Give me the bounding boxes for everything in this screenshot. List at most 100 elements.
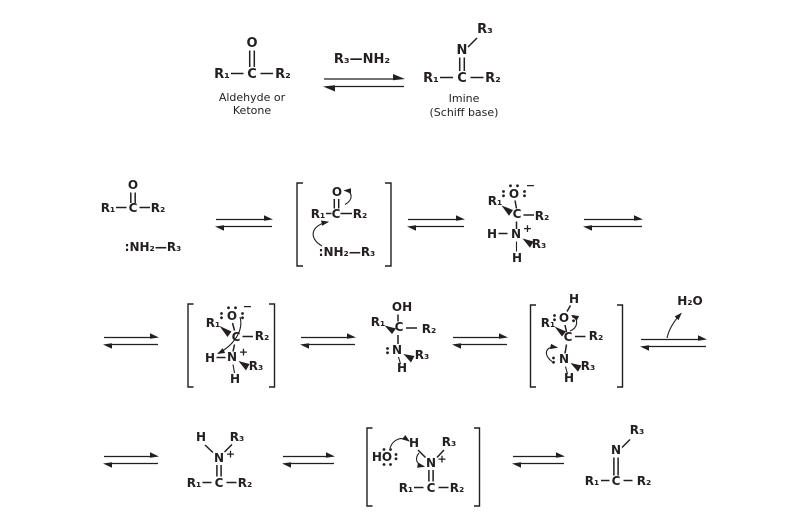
forward-arrowhead xyxy=(150,333,159,339)
atom-r1: R₁ xyxy=(399,481,414,495)
mechanism-row-3: H R₃ N + R₁ C R₂ xyxy=(103,423,652,507)
atom-o: O xyxy=(227,309,237,323)
atom-r2: R₂ xyxy=(422,322,437,336)
curved-arrow-water-leaving xyxy=(666,312,682,339)
lone-pair-dot xyxy=(227,306,230,310)
atom-r3: R₃ xyxy=(581,359,596,373)
equilibrium-arrow xyxy=(407,215,465,231)
atom-c: C xyxy=(332,207,341,221)
atom-r2: R₂ xyxy=(255,329,270,343)
reverse-arrowhead xyxy=(282,462,291,468)
equilibrium-arrow xyxy=(512,452,565,468)
equilibrium-arrow-water-loss: H₂O xyxy=(640,294,707,351)
atom-h: H xyxy=(409,436,419,450)
atom-n: N xyxy=(457,43,468,58)
plus-charge: + xyxy=(239,346,248,359)
lone-pair-dot xyxy=(389,463,392,466)
atom-r1: R₁ xyxy=(311,207,326,221)
atom-c: C xyxy=(612,474,621,488)
imine-product: R₃ N R₁ C R₂ xyxy=(585,423,652,488)
proton-transfer-intermediate: − O R₁ C R₂ H N + R₃ H xyxy=(187,300,276,388)
forward-arrowhead xyxy=(456,215,465,221)
lone-pair-dot xyxy=(394,457,398,461)
lone-pair-dot xyxy=(553,318,556,322)
atom-c: C xyxy=(395,320,404,334)
lone-pair-dot xyxy=(220,312,223,315)
atom-r2: R₂ xyxy=(450,481,465,495)
atom-n: N xyxy=(214,451,224,465)
atom-c: C xyxy=(247,67,257,82)
substrate-caption-line2: Ketone xyxy=(233,104,271,117)
atom-r3: R₃ xyxy=(442,435,457,449)
bond xyxy=(223,443,233,453)
bond xyxy=(417,449,427,459)
atom-o: O xyxy=(246,36,257,51)
atom-r1: R₁ xyxy=(101,201,116,215)
reverse-arrowhead xyxy=(323,85,335,92)
reverse-arrowhead xyxy=(103,343,112,349)
hydroxyl-group: OH xyxy=(392,300,412,314)
left-bracket xyxy=(529,304,536,388)
atom-h-left: H xyxy=(487,227,497,241)
wedge-bond xyxy=(501,205,513,216)
lone-pair-dot xyxy=(241,316,244,320)
lone-pair-dot xyxy=(553,314,556,317)
atom-h-bottom: H xyxy=(512,251,522,265)
atom-r1: R₁ xyxy=(214,67,230,82)
bond xyxy=(564,366,569,375)
bond xyxy=(231,322,236,331)
left-bracket xyxy=(187,303,194,388)
substrate-caption-line1: Aldehyde or xyxy=(219,91,286,104)
dehydration-intermediate: H O R₁ C R₂ N R₃ H xyxy=(529,292,624,388)
atom-o: O xyxy=(128,178,138,192)
lone-pair-dot xyxy=(502,194,505,198)
wedge-bond xyxy=(522,238,534,248)
wedge-bond xyxy=(403,354,415,363)
atom-r3: R₃ xyxy=(477,22,493,37)
atom-n: N xyxy=(227,350,237,364)
atom-r2: R₂ xyxy=(637,474,652,488)
bond xyxy=(564,344,568,354)
atom-r1: R₁ xyxy=(187,476,202,490)
overview-reaction: O R₁ C R₂ Aldehyde or Ketone R₃—NH₂ R₃ N… xyxy=(214,22,501,119)
atom-o: O xyxy=(332,185,342,199)
forward-arrowhead xyxy=(499,333,508,339)
atom-r2: R₂ xyxy=(535,209,550,223)
forward-arrowhead xyxy=(264,215,273,221)
plus-charge: + xyxy=(523,222,532,235)
atom-n: N xyxy=(511,227,521,241)
lone-pair-dot xyxy=(394,453,398,456)
aldehyde-structure: O R₁ C R₂ Aldehyde or Ketone xyxy=(214,36,291,117)
deprotonation-intermediate: HO H R₃ N + R₁ C R₂ xyxy=(366,427,481,507)
curved-arrow-o-to-h xyxy=(389,434,410,449)
reagent-label: R₃—NH₂ xyxy=(334,52,390,67)
lone-pair-dot xyxy=(516,184,519,188)
lone-pair-dot xyxy=(502,190,505,193)
reverse-arrowhead xyxy=(583,225,592,231)
atom-r1: R₁ xyxy=(206,316,221,330)
atom-h: H xyxy=(564,371,574,385)
equilibrium-arrow xyxy=(452,333,508,349)
equilibrium-arrow xyxy=(300,333,356,349)
atom-r2: R₂ xyxy=(151,201,166,215)
lone-pair-dot xyxy=(386,351,389,355)
carbonyl-plus-amine: O R₁ C R₂ :NH₂—R₃ xyxy=(101,178,182,254)
lone-pair-dot xyxy=(572,319,575,323)
forward-arrowhead xyxy=(150,452,159,458)
overview-equilibrium-arrow: R₃—NH₂ xyxy=(323,52,405,92)
atom-r2: R₂ xyxy=(485,71,501,86)
minus-charge: − xyxy=(243,300,252,313)
atom-r2: R₂ xyxy=(353,207,368,221)
lone-pair-dot xyxy=(386,347,389,350)
wedge-bond xyxy=(238,361,250,371)
curved-arrow-n-to-c xyxy=(312,220,330,247)
iminium-ion: H R₃ N + R₁ C R₂ xyxy=(187,430,253,490)
bond xyxy=(397,356,402,365)
forward-arrowhead xyxy=(634,215,643,221)
minus-charge: − xyxy=(526,179,535,192)
atom-r2: R₂ xyxy=(275,67,291,82)
bond xyxy=(564,324,568,333)
reverse-arrowhead xyxy=(215,225,224,231)
left-bracket xyxy=(296,182,303,267)
